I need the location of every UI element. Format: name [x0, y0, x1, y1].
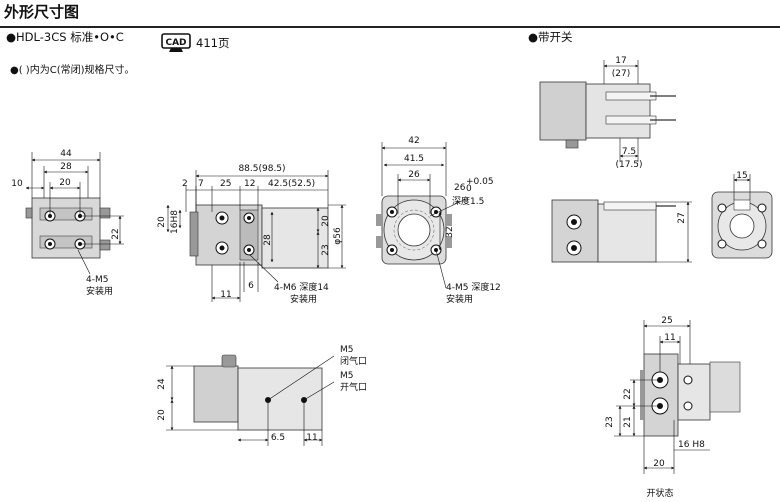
dim-22: 22 [623, 388, 633, 399]
dim-26: 26 [408, 170, 420, 180]
open-state-view: 25 11 22 21 23 20 16 H8 开状态 [605, 316, 741, 499]
open-state-label: 开状态 [646, 487, 673, 499]
dim-26-tol: 26 [454, 183, 466, 193]
dim-2: 2 [182, 179, 188, 189]
side-view: 88.5(98.5) 2 7 25 12 42.5(52.5) 20 16H8 … [157, 164, 346, 305]
dim-27-closed: (27) [612, 69, 630, 79]
thread-4m6: 4-M6 深度14 [274, 281, 329, 293]
dim-15: 15 [736, 171, 747, 181]
dim-20-left: 20 [157, 216, 167, 228]
dim-10: 10 [11, 179, 23, 189]
dim-42: 42 [408, 136, 419, 146]
dim-17-5-closed: (17.5) [615, 160, 642, 170]
dim-6: 6 [248, 281, 254, 291]
dim-22: 22 [111, 228, 121, 239]
switch-top-view: 17 (27) 7.5 (17.5) [539, 56, 676, 170]
dim-24: 24 [157, 378, 167, 390]
front-view: 44 28 10 20 22 4-M5 安装用 [11, 149, 124, 297]
thread-4m5-depth: 4-M5 深度12 [446, 281, 501, 293]
dim-total: 88.5(98.5) [238, 164, 285, 174]
cad-page-ref[interactable]: 411页 [196, 36, 230, 50]
close-port-label: 闭气口 [340, 355, 367, 367]
dim-21: 21 [623, 416, 633, 427]
dim-6-5: 6.5 [271, 433, 285, 443]
dim-28: 28 [60, 162, 72, 172]
dim-25: 25 [220, 179, 231, 189]
dim-23: 23 [605, 416, 615, 427]
mount-note: 安装用 [86, 285, 113, 297]
dim-16h8: 16 H8 [678, 440, 705, 450]
dim-17: 17 [615, 56, 626, 66]
mount-note-2: 安装用 [290, 293, 317, 305]
open-port-label: 开气口 [340, 381, 367, 393]
port-m5-open: M5 [340, 371, 354, 381]
dim-7: 7 [198, 179, 204, 189]
dim-16h8: 16H8 [170, 210, 180, 234]
dim-25: 25 [661, 316, 672, 326]
dim-11: 11 [306, 433, 317, 443]
bottom-view: M5 闭气口 M5 开气口 24 20 6.5 11 [157, 345, 367, 446]
dim-11: 11 [664, 333, 675, 343]
dim-20-right: 20 [321, 215, 331, 227]
cad-badge-text: CAD [165, 38, 186, 48]
dim-11: 11 [220, 290, 231, 300]
dim-20: 20 [157, 409, 167, 421]
dim-20: 20 [653, 459, 665, 469]
thread-4m5: 4-M5 [86, 275, 108, 285]
page-title: 外形尺寸图 [4, 3, 80, 21]
dim-41-5: 41.5 [404, 154, 424, 164]
dim-phi56: φ56 [333, 227, 343, 245]
dim-44: 44 [60, 149, 72, 159]
switch-section-label: ●带开关 [528, 30, 573, 44]
closed-spec-note: ●( )内为C(常闭)规格尺寸。 [10, 65, 135, 76]
port-m5-close: M5 [340, 345, 354, 355]
dim-27: 27 [677, 212, 687, 223]
dim-32: 32 [445, 226, 455, 237]
dim-42-5: 42.5(52.5) [268, 179, 315, 189]
switch-side-view: 27 [551, 199, 692, 263]
rear-view: 42 41.5 26 26 +0.05 0 深度1.5 32 4-M5 深度12… [376, 136, 501, 305]
switch-rear-view: 15 [711, 171, 773, 259]
mount-note-3: 安装用 [446, 293, 473, 305]
dim-7-5: 7.5 [622, 147, 636, 157]
dim-12: 12 [244, 179, 255, 189]
dim-23: 23 [321, 244, 331, 255]
dim-26-tol-upper: +0.05 [466, 177, 494, 187]
dim-26-tol-lower: 0 [466, 184, 472, 194]
cad-icon[interactable]: CAD [161, 33, 191, 53]
dim-28: 28 [263, 234, 273, 246]
title-rule [0, 26, 780, 28]
model-subtitle: ●HDL-3CS 标准•O•C [6, 30, 124, 44]
dim-20: 20 [59, 178, 71, 188]
dim-depth-1-5: 深度1.5 [452, 195, 484, 207]
